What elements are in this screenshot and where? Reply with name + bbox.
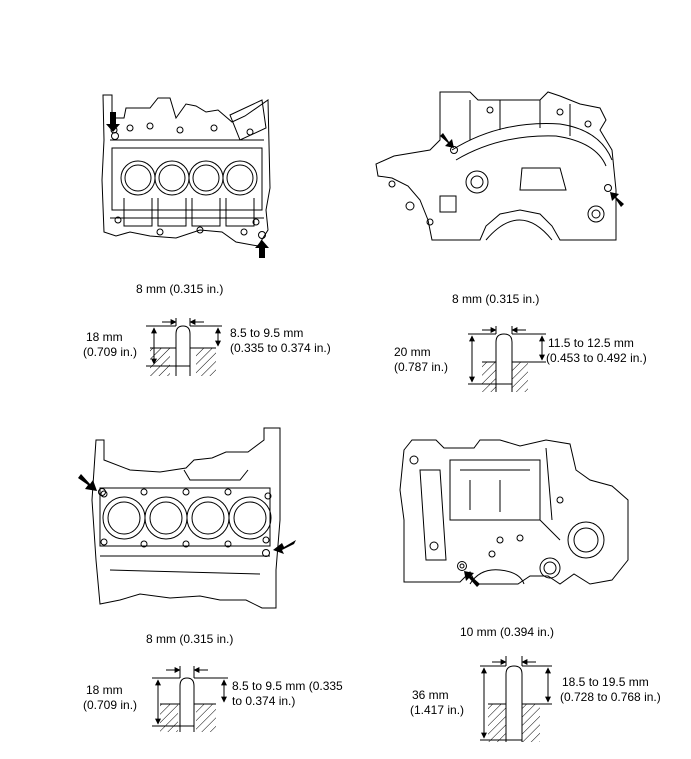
- pin-protrusion-label: 8.5 to 9.5 mm (0.335: [232, 679, 343, 693]
- dowel-pin-detail-bottom-right: [480, 656, 552, 742]
- pin-protrusion-inch-label: (0.728 to 0.768 in.): [560, 690, 661, 704]
- pin-protrusion-label: 18.5 to 19.5 mm: [562, 675, 649, 689]
- arrow-pointer: [78, 474, 97, 491]
- pin-length-label: 18 mm: [86, 330, 123, 344]
- engine-block-illustration-bottom-right: [399, 439, 629, 585]
- pin-length-inch-label: (0.787 in.): [394, 360, 449, 374]
- pin-length-inch-label: (0.709 in.): [83, 345, 138, 359]
- pin-protrusion-label: 11.5 to 12.5 mm: [548, 336, 634, 350]
- engine-block-illustration-top-left: [101, 94, 271, 247]
- arrow-pointer: [610, 192, 624, 207]
- pin-length-label: 20 mm: [394, 345, 431, 359]
- arrow-pointer: [273, 540, 296, 554]
- dowel-hole-marker: [111, 132, 119, 140]
- arrow-pointer: [106, 112, 120, 132]
- pin-diameter-label: 10 mm (0.394 in.): [460, 625, 555, 639]
- pin-length-label: 18 mm: [86, 683, 123, 697]
- pin-length-inch-label: (0.709 in.): [83, 698, 138, 712]
- pin-protrusion-inch-label: (0.453 to 0.492 in.): [546, 351, 647, 365]
- pin-protrusion-inch-label: (0.335 to 0.374 in.): [230, 341, 331, 355]
- dowel-pin-detail-bottom-left: [152, 666, 228, 732]
- arrow-pointer: [440, 133, 454, 148]
- pin-protrusion-label: 8.5 to 9.5 mm: [230, 326, 304, 340]
- pin-diameter-label: 8 mm (0.315 in.): [452, 292, 540, 306]
- arrow-pointer: [464, 571, 480, 587]
- pin-length-label: 36 mm: [412, 688, 449, 702]
- dowel-pin-detail-top-left: [146, 318, 222, 376]
- pin-diameter-label: 8 mm (0.315 in.): [136, 282, 224, 296]
- pin-diameter-label: 8 mm (0.315 in.): [146, 632, 234, 646]
- pin-length-inch-label: (1.417 in.): [410, 703, 465, 717]
- dowel-hole-marker: [258, 231, 266, 239]
- engine-block-illustration-bottom-left: [91, 427, 281, 609]
- pin-protrusion-inch-label: to 0.374 in.): [232, 694, 296, 708]
- engine-block-illustration-top-right: [375, 91, 617, 241]
- arrow-pointer: [255, 240, 269, 258]
- dowel-pin-detail-top-right: [468, 326, 546, 392]
